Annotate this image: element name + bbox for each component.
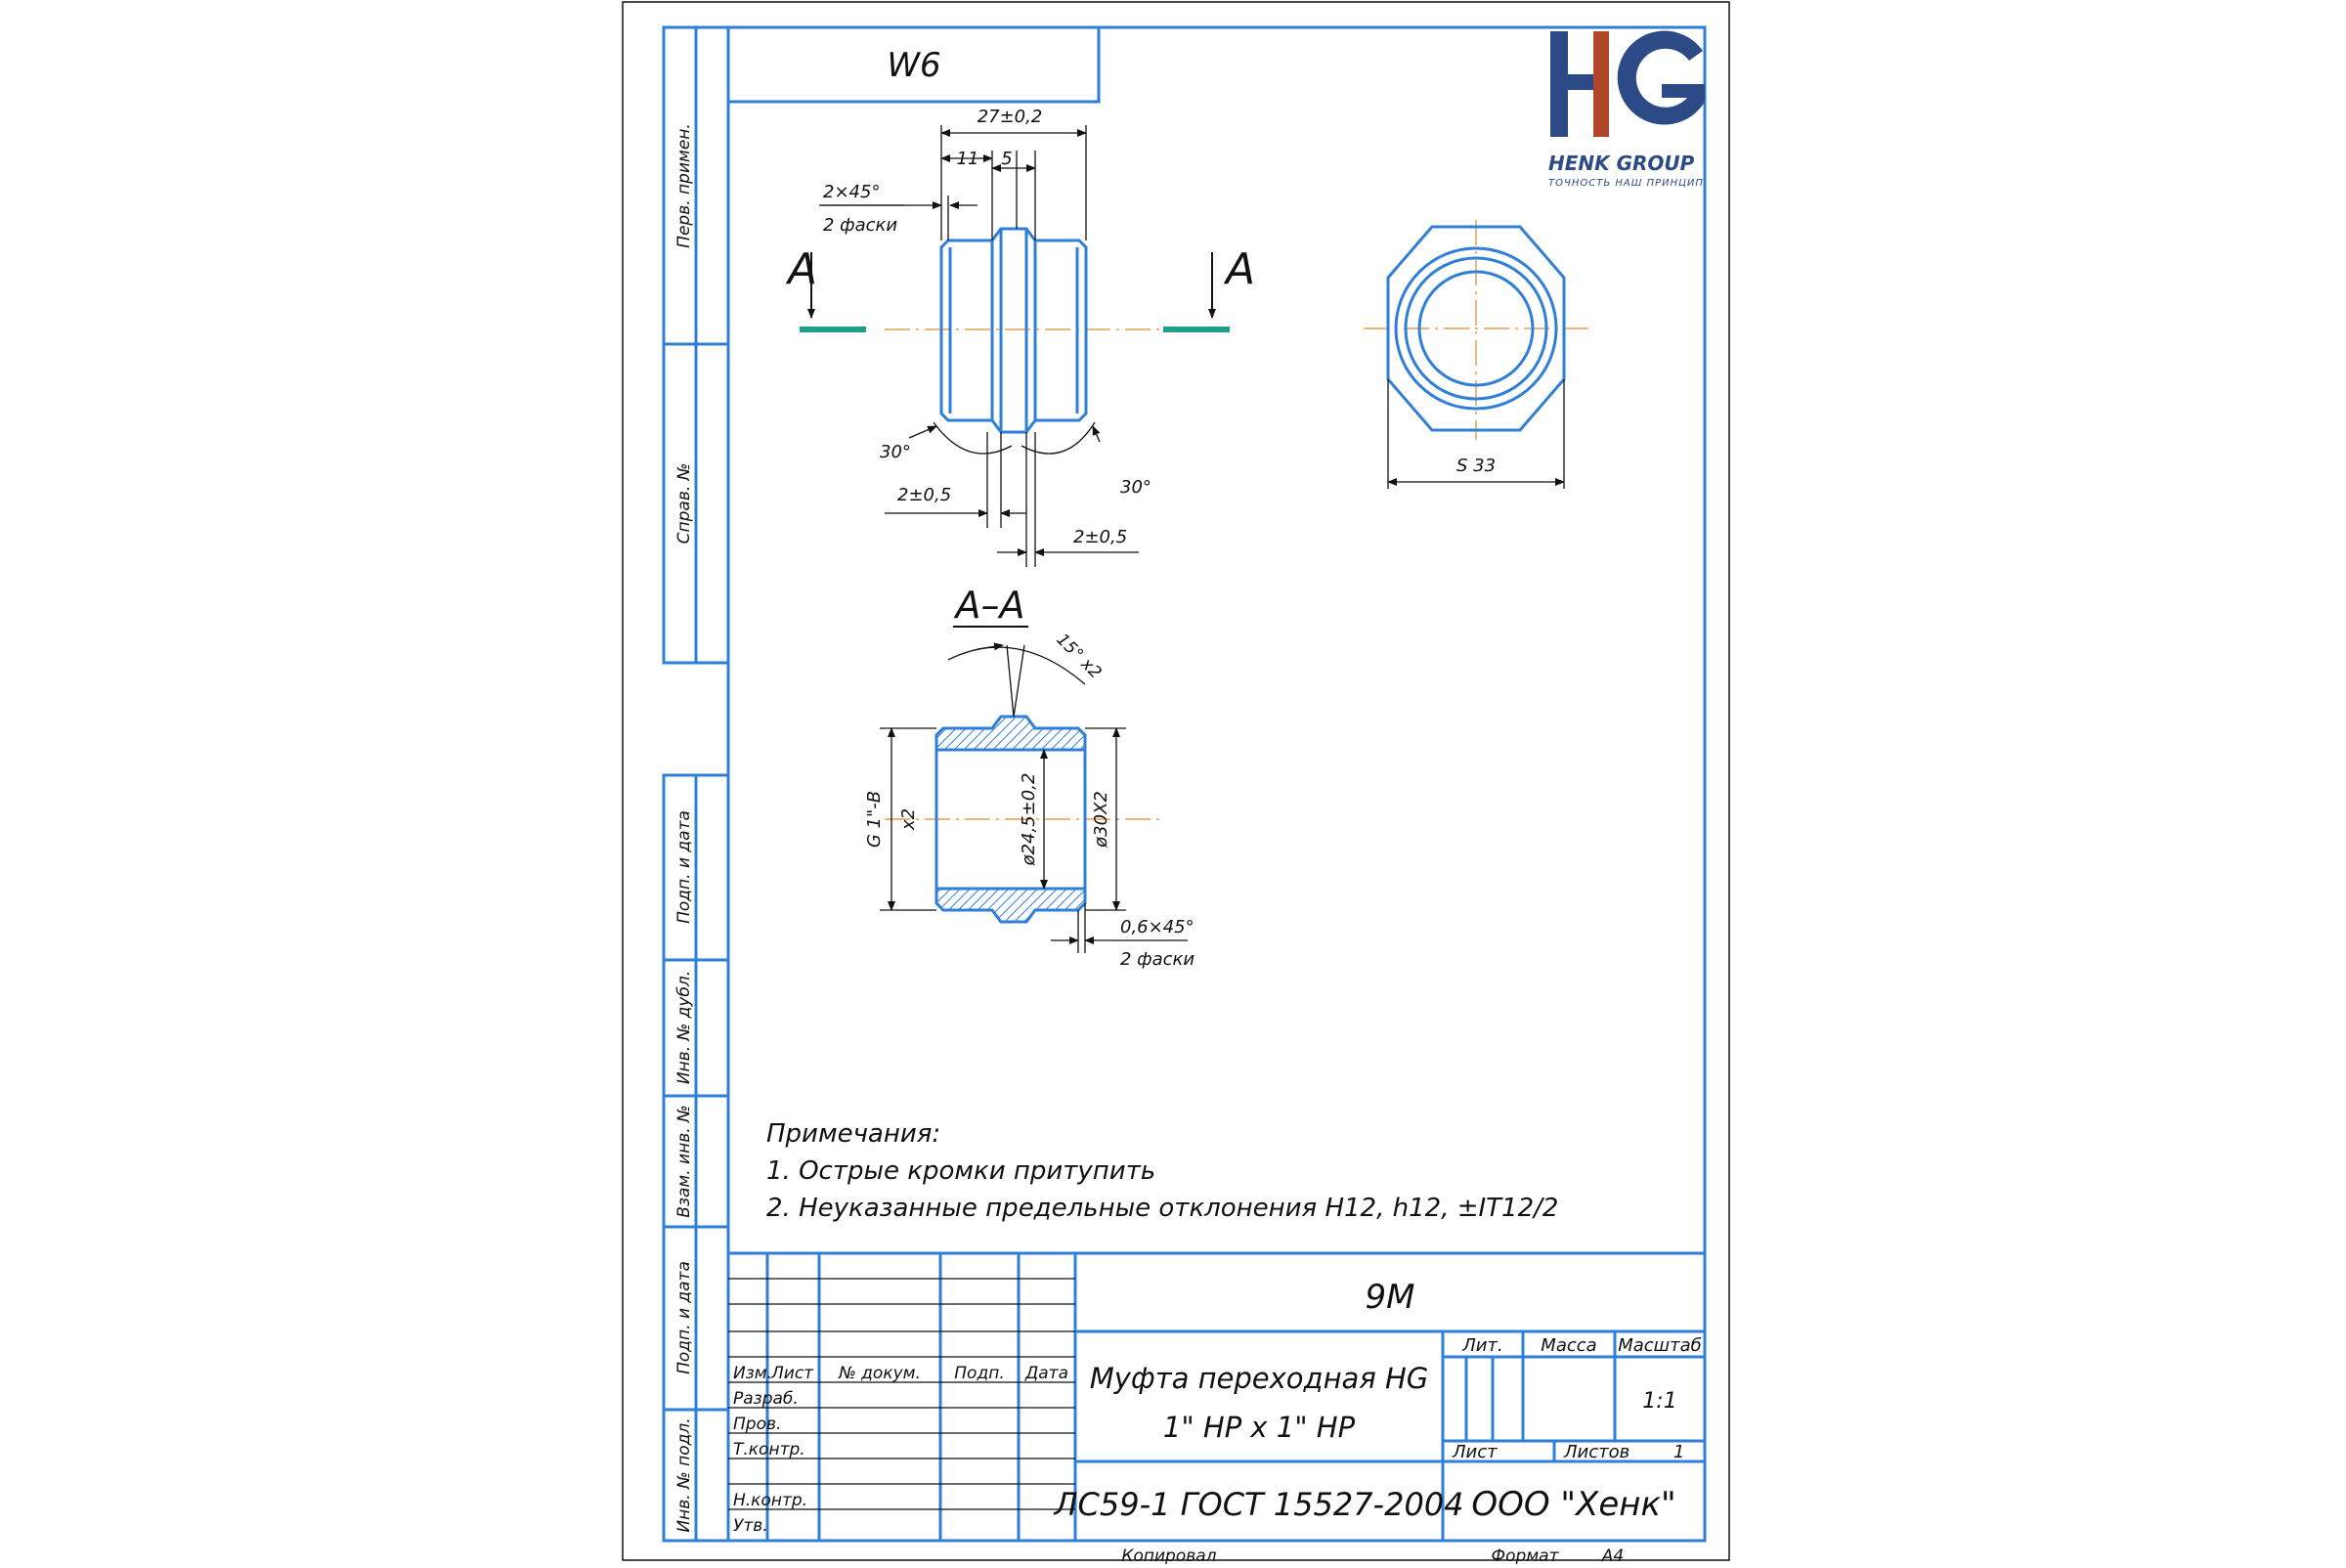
section-angle: 15° x2 [1052,630,1105,682]
company-logo: HENK GROUP ТОЧНОСТЬ НАШ ПРИНЦИП [1548,30,1705,189]
sheet-border [622,1,1730,1561]
frame [662,25,1707,1543]
mass-label: Масса [1541,1335,1596,1356]
side-label-podp2: Подп. и дата [674,1261,694,1374]
sheet-label: Лист [1452,1442,1498,1462]
side-view: S 33 [1364,220,1588,489]
company: ООО "Хенк" [1471,1485,1675,1524]
section-chamfer-note: 2 фаски [1120,949,1195,970]
title-block-meta: Лит. Масса Масштаб 1:1 Лист Листов 1 [1452,1335,1702,1462]
row-nkontr: Н.контр. [733,1491,807,1510]
side-label-perv: Перв. примен. [674,123,694,248]
section-letter-left: А [785,244,817,294]
side-labels: Перв. примен. Справ. № Подп. и дата Инв.… [674,123,694,1532]
dim-s: S 33 [1456,456,1496,476]
side-label-sprav: Справ. № [674,463,694,544]
scale-value: 1:1 [1642,1389,1676,1414]
col-izm: Изм. [733,1364,772,1383]
row-tkontr: Т.контр. [733,1440,805,1459]
scale-label: Масштаб [1618,1335,1702,1356]
row-prov: Пров. [733,1415,781,1434]
col-list: Лист [770,1364,814,1383]
front-view: А А 27±0,2 11 5 2×45° 2 фаски [785,107,1255,567]
material: ЛС59-1 ГОСТ 15527-2004 [1053,1486,1463,1523]
logo-slogan: ТОЧНОСТЬ НАШ ПРИНЦИП [1548,178,1704,189]
angle-right: 30° [1120,477,1151,498]
section-view: А–А 15° x2 G 1"-B x2 ø24,5±0 [864,584,1195,970]
format-value: A4 [1601,1546,1624,1564]
row-utv: Утв. [733,1516,768,1536]
section-letter-right: А [1223,244,1255,294]
format-label: Формат [1492,1546,1560,1564]
side-label-inv-dubl: Инв. № дубл. [674,971,694,1084]
col-doc: № докум. [838,1364,921,1383]
side-label-vzam: Взам. инв. № [674,1105,694,1217]
row-razrab: Разраб. [733,1389,799,1409]
title-block [728,1251,1705,1541]
dim-left-bottom: 2±0,5 [897,485,951,505]
part-name-line2: 1" НР x 1" НР [1163,1411,1356,1444]
side-label-podp1: Подп. и дата [674,810,694,924]
chamfer-front-note: 2 фаски [823,215,897,236]
side-label-inv-podl: Инв. № подл. [674,1417,694,1532]
col-date: Дата [1024,1364,1068,1383]
notes: Примечания: 1. Острые кромки притупить 2… [766,1119,1558,1223]
outer-diameter: ø30X2 [1091,791,1111,849]
thread-label: G 1"-B [864,791,885,848]
logo-name: HENK GROUP [1548,152,1695,175]
sheets-value: 1 [1673,1442,1684,1462]
title-block-col-labels: Изм. Лист № докум. Подп. Дата [733,1364,1068,1383]
lit-label: Лит. [1461,1335,1502,1356]
sheets-label: Листов [1563,1442,1629,1462]
title-block-rows [728,1278,1075,1510]
header-code: W6 [887,46,940,85]
dim-total: 27±0,2 [978,107,1043,127]
chamfer-front: 2×45° [823,182,880,202]
section-chamfer: 0,6×45° [1120,917,1195,937]
dim-right-bottom: 2±0,5 [1073,527,1127,547]
thread-x2: x2 [898,808,919,831]
inner-diameter: ø24,5±0,2 [1019,773,1039,867]
part-name-line1: Муфта переходная HG [1090,1362,1429,1395]
angle-left: 30° [880,442,911,462]
dim-b: 5 [1001,149,1012,169]
copied-label: Копировал [1121,1546,1216,1564]
col-podp: Подп. [954,1364,1004,1383]
notes-title: Примечания: [766,1119,940,1149]
title-block-row-labels: Разраб. Пров. Т.контр. Н.контр. Утв. [733,1389,807,1536]
section-title: А–А [953,584,1025,627]
note-2: 2. Неуказанные предельные отклонения H12… [766,1194,1558,1223]
dim-a: 11 [957,149,979,169]
note-1: 1. Острые кромки притупить [766,1156,1155,1186]
doc-code: 9M [1366,1278,1415,1317]
